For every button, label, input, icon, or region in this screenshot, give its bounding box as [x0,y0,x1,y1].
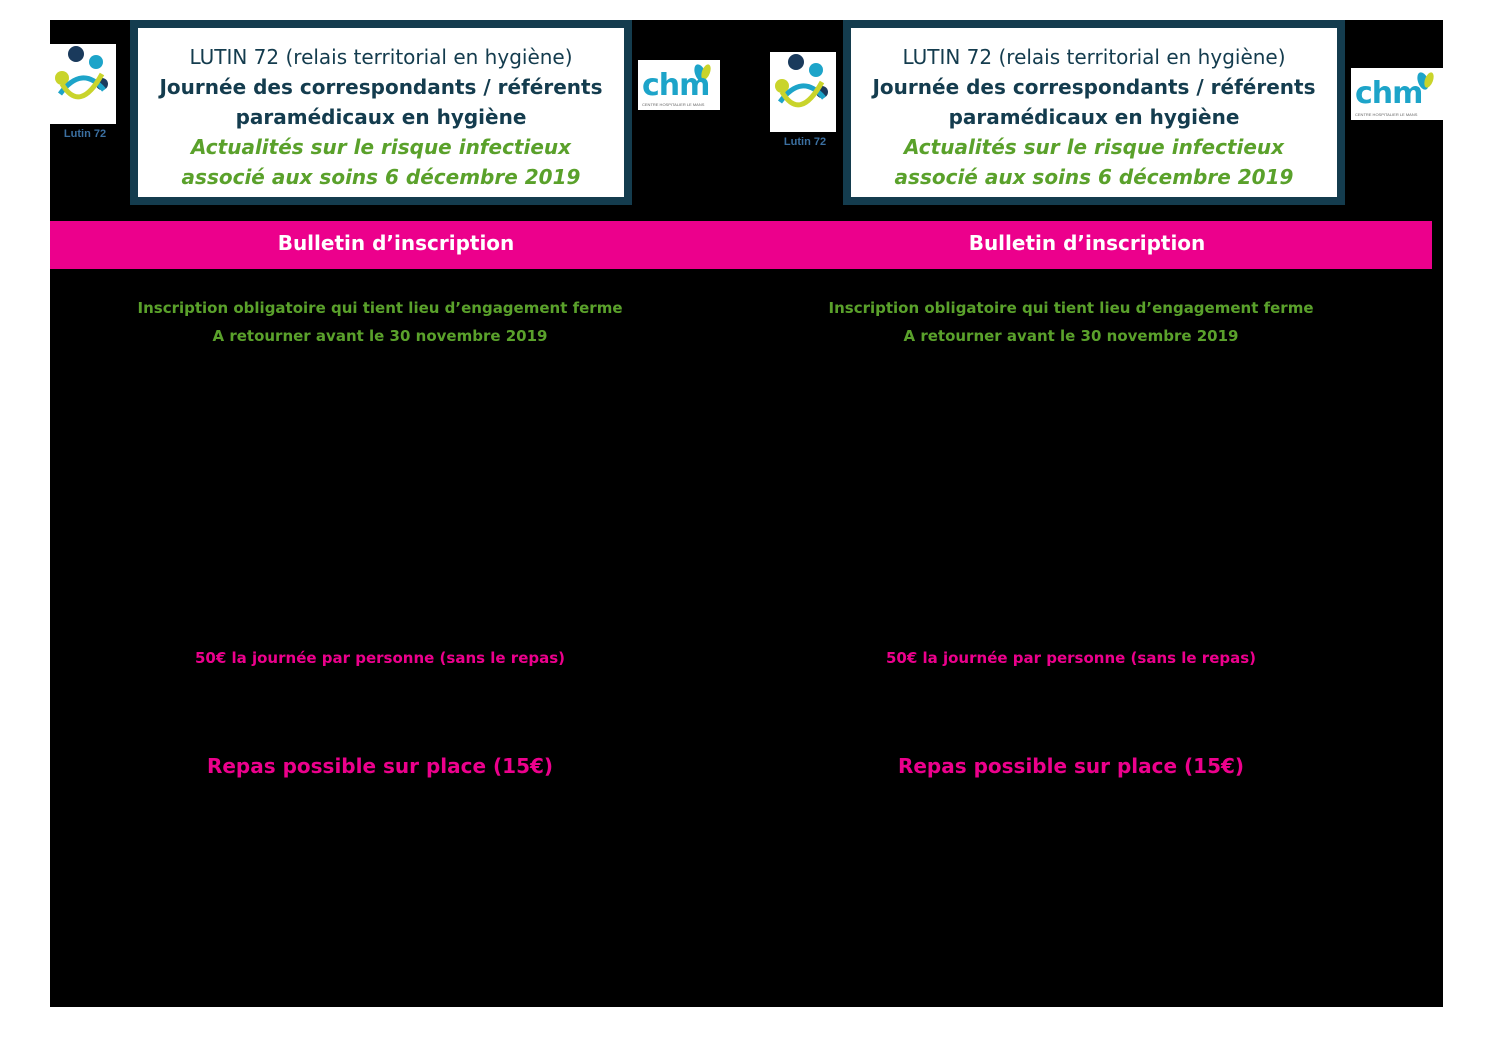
registration-notes-left: Inscription obligatoire qui tient lieu d… [80,294,680,350]
meal-left: Repas possible sur place (15€) [206,754,554,778]
left-form: Lutin 72 LUTIN 72 (relais territorial en… [50,20,746,1007]
note-deadline: A retourner avant le 30 novembre 2019 [212,327,548,345]
meal-right: Repas possible sur place (15€) [897,754,1245,778]
leaf-icon [1417,72,1434,90]
chm-logo: chm CENTRE HOSPITALIER LE MANS [638,60,720,110]
title-org-right: LUTIN 72 (relais territorial en hygiène) [902,45,1286,69]
lutin-logo-icon [55,46,108,100]
title-event-1-right: Journée des correspondants / référents [872,75,1316,99]
title-event-1: Journée des correspondants / référents [159,75,603,99]
price-left: 50€ la journée par personne (sans le rep… [194,649,566,667]
title-theme-1-right: Actualités sur le risque infectieux [903,135,1285,159]
lutin-logo: Lutin 72 [50,44,116,140]
title-org: LUTIN 72 (relais territorial en hygiène) [189,45,573,69]
lutin-logo-right: Lutin 72 [770,52,836,148]
title-event-2-right: paramédicaux en hygiène [948,105,1240,129]
title-theme-2-right: associé aux soins 6 décembre 2019 [894,165,1294,189]
chm-subtitle: CENTRE HOSPITALIER LE MANS [642,102,705,107]
lutin-logo-icon [775,54,828,108]
page-sheet: Lutin 72 LUTIN 72 (relais territorial en… [50,20,1443,1007]
lutin-caption-right: Lutin 72 [783,136,827,148]
note-mandatory-right: Inscription obligatoire qui tient lieu d… [828,299,1314,317]
title-theme-2: associé aux soins 6 décembre 2019 [181,165,581,189]
note-mandatory: Inscription obligatoire qui tient lieu d… [137,299,623,317]
leaf-icon [694,64,711,82]
chm-text-right: chm [1355,76,1423,111]
band-label-right: Bulletin d’inscription [968,231,1206,255]
band-label-left: Bulletin d’inscription [277,231,515,255]
title-theme-1: Actualités sur le risque infectieux [190,135,572,159]
event-title-box-right: LUTIN 72 (relais territorial en hygiène)… [843,20,1345,205]
price-right: 50€ la journée par personne (sans le rep… [885,649,1257,667]
registration-notes-right: Inscription obligatoire qui tient lieu d… [771,294,1371,350]
registration-band [50,221,1432,269]
chm-subtitle-right: CENTRE HOSPITALIER LE MANS [1355,112,1418,117]
event-title-box: LUTIN 72 (relais territorial en hygiène)… [130,20,632,205]
chm-text: chm [642,68,710,103]
chm-logo-right: chm CENTRE HOSPITALIER LE MANS [1351,68,1443,120]
title-event-2: paramédicaux en hygiène [235,105,527,129]
note-deadline-right: A retourner avant le 30 novembre 2019 [903,327,1239,345]
right-form: Lutin 72 LUTIN 72 (relais territorial en… [760,20,1456,1007]
lutin-caption: Lutin 72 [63,128,107,140]
